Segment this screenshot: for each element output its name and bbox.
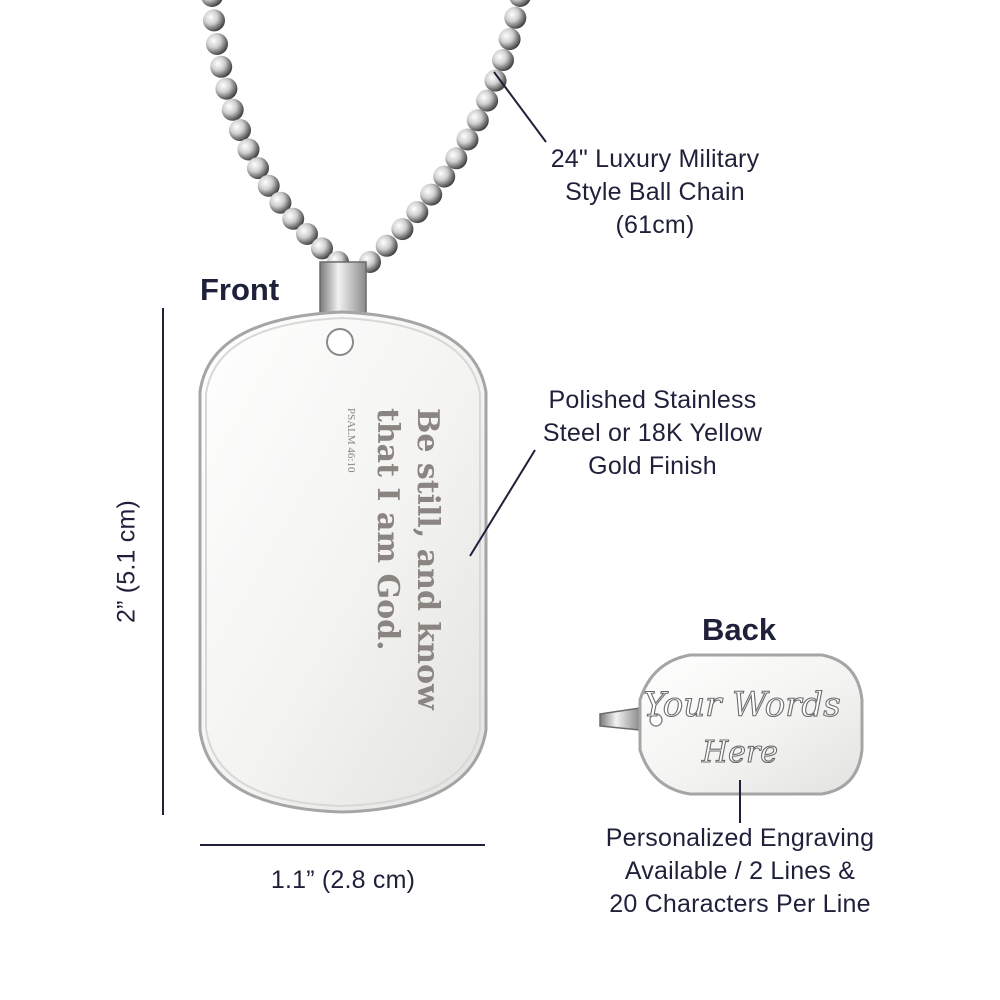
front-engraving-reference: PSALM 46:10 xyxy=(345,408,357,473)
chain-ball xyxy=(492,49,514,72)
back-tag-hole xyxy=(649,713,663,727)
chain-ball xyxy=(282,207,305,230)
engraving-callout-line2: Available / 2 Lines & xyxy=(624,857,856,885)
chain-ball xyxy=(406,201,429,224)
chain-ball xyxy=(476,89,499,112)
chain-ball xyxy=(237,138,260,161)
chain-ball xyxy=(247,157,269,180)
tag-hole xyxy=(326,328,354,356)
chain-ball xyxy=(456,128,479,151)
ball-chain-right xyxy=(359,0,531,273)
chain-ball xyxy=(466,109,489,132)
chain-ball xyxy=(210,55,233,78)
chain-ball xyxy=(504,6,527,29)
chain-ball xyxy=(203,9,225,32)
chain-ball xyxy=(201,0,223,7)
chain-callout: 24" Luxury Military Style Ball Chain (61… xyxy=(520,143,790,242)
front-engraving: Be still, and know that I am God. PSALM … xyxy=(345,408,445,711)
chain-ball xyxy=(433,165,456,188)
back-engraving-line2: Here xyxy=(701,735,778,770)
chain-leader-line xyxy=(493,71,547,143)
chain-ball xyxy=(215,77,238,100)
chain-ball xyxy=(269,191,292,214)
chain-ball xyxy=(296,223,318,245)
back-bail xyxy=(599,707,641,731)
front-dog-tag xyxy=(198,310,488,814)
front-heading: Front xyxy=(200,272,280,307)
chain-ball xyxy=(229,119,251,142)
finish-callout-line2: Steel or 18K Yellow xyxy=(542,419,763,447)
chain-ball xyxy=(257,174,280,197)
finish-leader-line xyxy=(469,449,536,557)
chain-ball xyxy=(206,33,228,55)
chain-callout-line3: (61cm) xyxy=(615,211,695,239)
chain-ball xyxy=(498,28,521,51)
engraving-callout-line1: Personalized Engraving xyxy=(605,824,875,852)
engraving-callout: Personalized Engraving Available / 2 Lin… xyxy=(580,822,900,921)
chain-ball xyxy=(311,237,333,260)
chain-ball xyxy=(509,0,531,7)
chain-ball xyxy=(445,147,468,170)
front-engraving-line1: Be still, and know xyxy=(410,408,445,711)
engraving-callout-line3: 20 Characters Per Line xyxy=(609,890,871,918)
chain-ball xyxy=(221,98,244,121)
finish-callout-line3: Gold Finish xyxy=(588,452,717,480)
front-engraving-line2: that I am God. xyxy=(370,408,405,651)
back-heading: Back xyxy=(702,612,777,647)
chain-callout-line2: Style Ball Chain xyxy=(565,178,745,206)
back-engraving-line1: Your Words xyxy=(643,685,841,725)
chain-ball xyxy=(420,183,443,206)
width-dimension-label: 1.1” (2.8 cm) xyxy=(270,866,416,894)
chain-ball xyxy=(391,218,414,241)
chain-ball xyxy=(375,234,398,257)
chain-callout-line1: 24" Luxury Military xyxy=(550,145,760,173)
back-dog-tag: Your Words Here xyxy=(638,653,864,796)
chain-ball xyxy=(484,69,507,92)
finish-callout: Polished Stainless Steel or 18K Yellow G… xyxy=(520,384,785,483)
height-dimension-label: 2” (5.1 cm) xyxy=(112,499,141,624)
finish-callout-line1: Polished Stainless xyxy=(548,386,757,414)
ball-chain-left xyxy=(201,0,349,273)
